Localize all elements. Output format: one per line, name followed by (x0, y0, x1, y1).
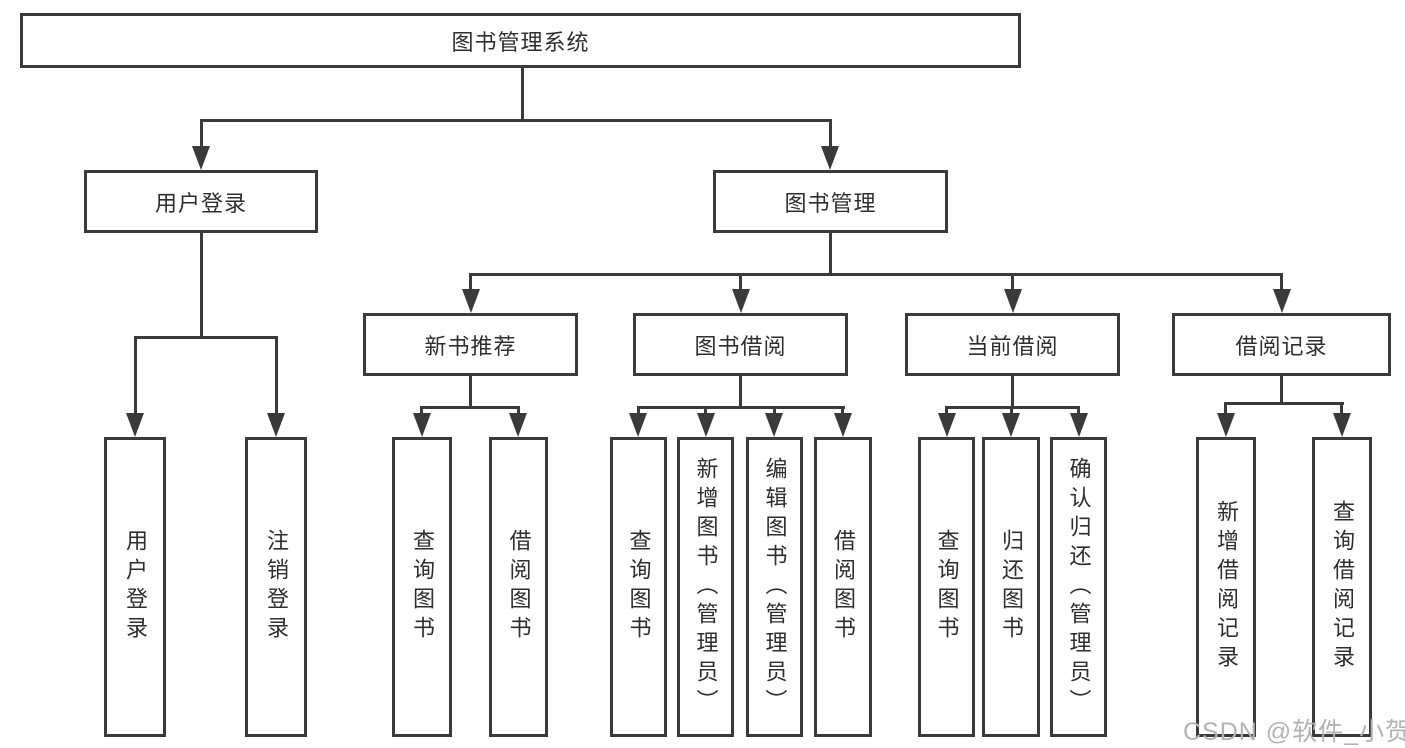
leaf-query-books-current: 查询图书 (918, 437, 975, 737)
arrow-down-icon (126, 413, 144, 437)
connector-line (739, 374, 742, 408)
connector-line (829, 231, 832, 275)
leaf-add-borrow-record: 新增借阅记录 (1196, 437, 1256, 737)
node-current-borrow: 当前借阅 (905, 313, 1120, 376)
connector-line (1011, 273, 1014, 292)
node-borrow-records: 借阅记录 (1172, 313, 1391, 376)
leaf-borrow-books: 借阅图书 (814, 437, 872, 737)
connector-line (637, 406, 640, 416)
arrow-down-icon (462, 289, 480, 313)
connector-line (1280, 373, 1283, 404)
csdn-watermark: CSDN @软件_小贺同学 (1183, 718, 1405, 746)
connector-line (517, 406, 520, 416)
leaf-add-book-admin: 新增图书（管理员） (677, 437, 734, 737)
connector-line (1224, 402, 1227, 416)
arrow-down-icon (509, 413, 527, 437)
arrow-down-icon (697, 413, 715, 437)
connector-line (200, 119, 203, 150)
connector-line (1077, 406, 1080, 416)
connector-line (469, 273, 472, 292)
connector-line (200, 119, 832, 122)
arrow-down-icon (413, 413, 431, 437)
arrow-down-icon (938, 413, 956, 437)
connector-line (1340, 402, 1343, 416)
leaf-borrow-books-recommend: 借阅图书 (489, 437, 548, 737)
connector-line (1010, 406, 1013, 416)
connector-line (134, 336, 278, 339)
connector-line (704, 406, 707, 416)
connector-line (945, 406, 948, 416)
node-book-management: 图书管理 (713, 170, 948, 233)
node-user-login: 用户登录 (84, 170, 318, 233)
connector-line (200, 231, 203, 338)
node-root: 图书管理系统 (20, 13, 1021, 68)
leaf-return-book: 归还图书 (982, 437, 1040, 737)
connector-line (1011, 374, 1014, 408)
connector-line (469, 374, 472, 408)
arrow-down-icon (834, 413, 852, 437)
arrow-down-icon (1333, 413, 1351, 437)
leaf-confirm-return-admin: 确认归还（管理员） (1050, 437, 1107, 737)
connector-line (275, 336, 278, 416)
arrow-down-icon (1217, 413, 1235, 437)
leaf-user-login: 用户登录 (104, 437, 166, 737)
arrow-down-icon (1273, 289, 1291, 313)
arrow-down-icon (1004, 289, 1022, 313)
connector-line (829, 119, 832, 150)
connector-line (841, 406, 844, 416)
connector-line (637, 406, 845, 409)
connector-line (1224, 402, 1344, 405)
connector-line (773, 406, 776, 416)
arrow-down-icon (765, 413, 783, 437)
leaf-edit-book-admin: 编辑图书（管理员） (746, 437, 803, 737)
node-book-borrow: 图书借阅 (633, 313, 848, 376)
arrow-down-icon (821, 146, 839, 170)
connector-line (521, 66, 524, 120)
leaf-query-books-borrow: 查询图书 (610, 437, 667, 737)
connector-line (469, 273, 1283, 276)
connector-line (420, 406, 520, 409)
connector-line (739, 273, 742, 292)
leaf-query-books-recommend: 查询图书 (392, 437, 452, 737)
node-new-book-recommend: 新书推荐 (363, 313, 578, 376)
connector-line (1280, 273, 1283, 292)
arrow-down-icon (1070, 413, 1088, 437)
leaf-logout: 注销登录 (245, 437, 307, 737)
connector-line (134, 336, 137, 416)
connector-line (420, 406, 423, 416)
arrow-down-icon (1002, 413, 1020, 437)
arrow-down-icon (629, 413, 647, 437)
arrow-down-icon (192, 146, 210, 170)
leaf-query-borrow-record: 查询借阅记录 (1312, 437, 1372, 737)
arrow-down-icon (732, 289, 750, 313)
arrow-down-icon (267, 413, 285, 437)
